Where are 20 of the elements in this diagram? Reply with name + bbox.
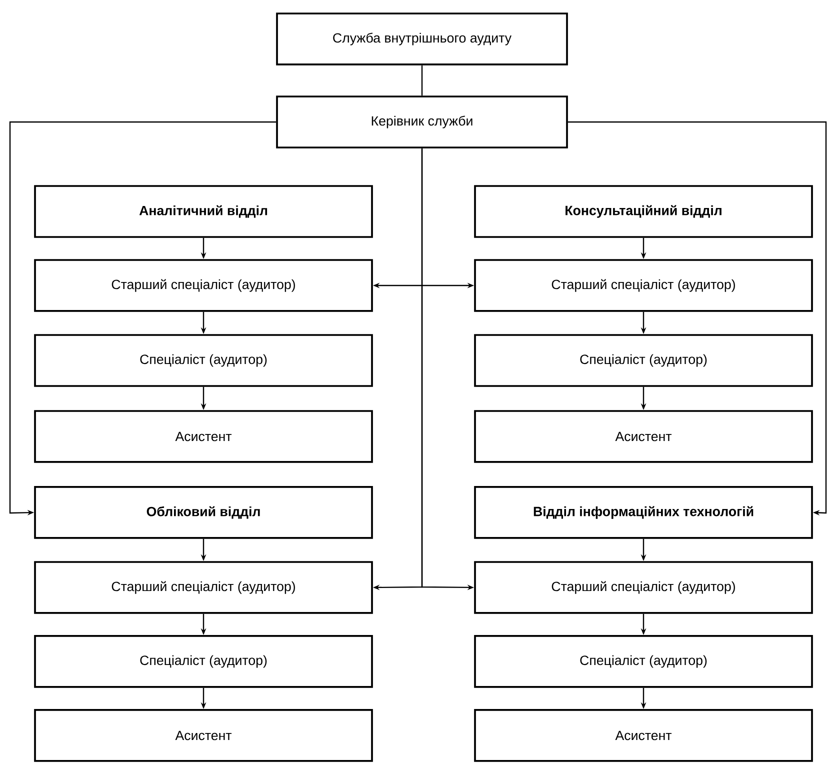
- position-box: Старший спеціаліст (аудитор): [34, 259, 373, 312]
- department-box: Консультаційний відділ: [474, 185, 813, 238]
- position-box: Спеціаліст (аудитор): [474, 334, 813, 387]
- connector: [568, 121, 827, 516]
- position-box: Керівник служби: [276, 96, 568, 148]
- position-box: Спеціаліст (аудитор): [474, 635, 813, 688]
- department-box: Відділ інформаційних технологій: [474, 486, 813, 539]
- position-box: Спеціаліст (аудитор): [34, 334, 373, 387]
- position-box: Асистент: [34, 709, 373, 762]
- position-box: Служба внутрішнього аудиту: [276, 12, 568, 66]
- position-box: Асистент: [474, 410, 813, 463]
- position-box: Спеціаліст (аудитор): [34, 635, 373, 688]
- department-box: Обліковий відділ: [34, 486, 373, 539]
- position-box: Старший спеціаліст (аудитор): [34, 561, 373, 614]
- position-box: Старший спеціаліст (аудитор): [474, 561, 813, 614]
- position-box: Старший спеціаліст (аудитор): [474, 259, 813, 312]
- connector: [421, 65, 423, 96]
- position-box: Асистент: [474, 709, 813, 762]
- department-box: Аналітичний відділ: [34, 185, 373, 238]
- position-box: Асистент: [34, 410, 373, 463]
